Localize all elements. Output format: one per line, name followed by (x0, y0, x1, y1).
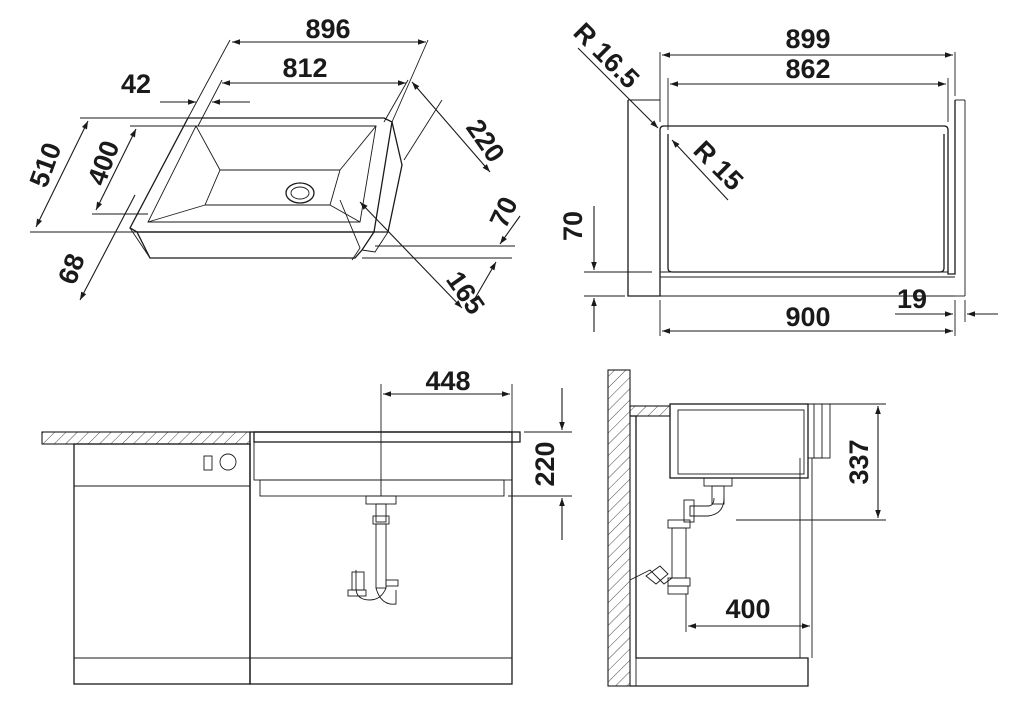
dim-depth-inner: 400 (82, 137, 126, 190)
dim-outer-radius: R 16.5 (568, 17, 645, 94)
installation-side-view: 337 400 (607, 369, 886, 687)
dim-cutout-width: 900 (785, 302, 830, 332)
control-knob-icon (203, 453, 237, 471)
dim-rim-offset: 42 (121, 69, 151, 99)
side-trap-pipe-icon (629, 477, 733, 595)
isometric-view: 896 812 42 510 400 68 220 70 1 (24, 14, 524, 320)
installation-front-view: 448 220 (41, 366, 572, 685)
dim-depth-outer: 510 (24, 139, 68, 192)
dim-bowl-depth: 220 (530, 441, 560, 486)
cabinet-left (73, 443, 251, 685)
dim-total-depth: 337 (844, 439, 874, 484)
dim-apron-depth: 165 (440, 266, 490, 320)
dim-apron-height: 70 (484, 192, 524, 232)
sink-front-section (627, 99, 966, 297)
wall-hatch (607, 369, 631, 687)
dim-inner-radius: R 15 (688, 135, 750, 197)
dim-bowl-height: 220 (460, 114, 510, 168)
dim-width-outer: 896 (305, 14, 350, 44)
trap-pipe-icon (347, 495, 399, 605)
dim-front-drop: 68 (52, 250, 90, 288)
dim-width-inner: 812 (282, 53, 327, 83)
dim-drain-offset: 448 (425, 366, 470, 396)
dim-front-apron: 70 (558, 211, 588, 241)
countertop-hatch (41, 431, 251, 445)
drain-hole-icon (285, 182, 315, 204)
dim-inner-width: 862 (785, 54, 830, 84)
dim-outer-width: 899 (785, 24, 830, 54)
dim-edge-gap: 19 (897, 284, 927, 314)
sink-isometric-body (129, 117, 403, 261)
front-section-view: 899 862 R 16.5 R 15 70 900 19 (558, 17, 998, 336)
dim-drain-projection: 400 (725, 594, 770, 624)
sink-side-body (669, 403, 809, 479)
